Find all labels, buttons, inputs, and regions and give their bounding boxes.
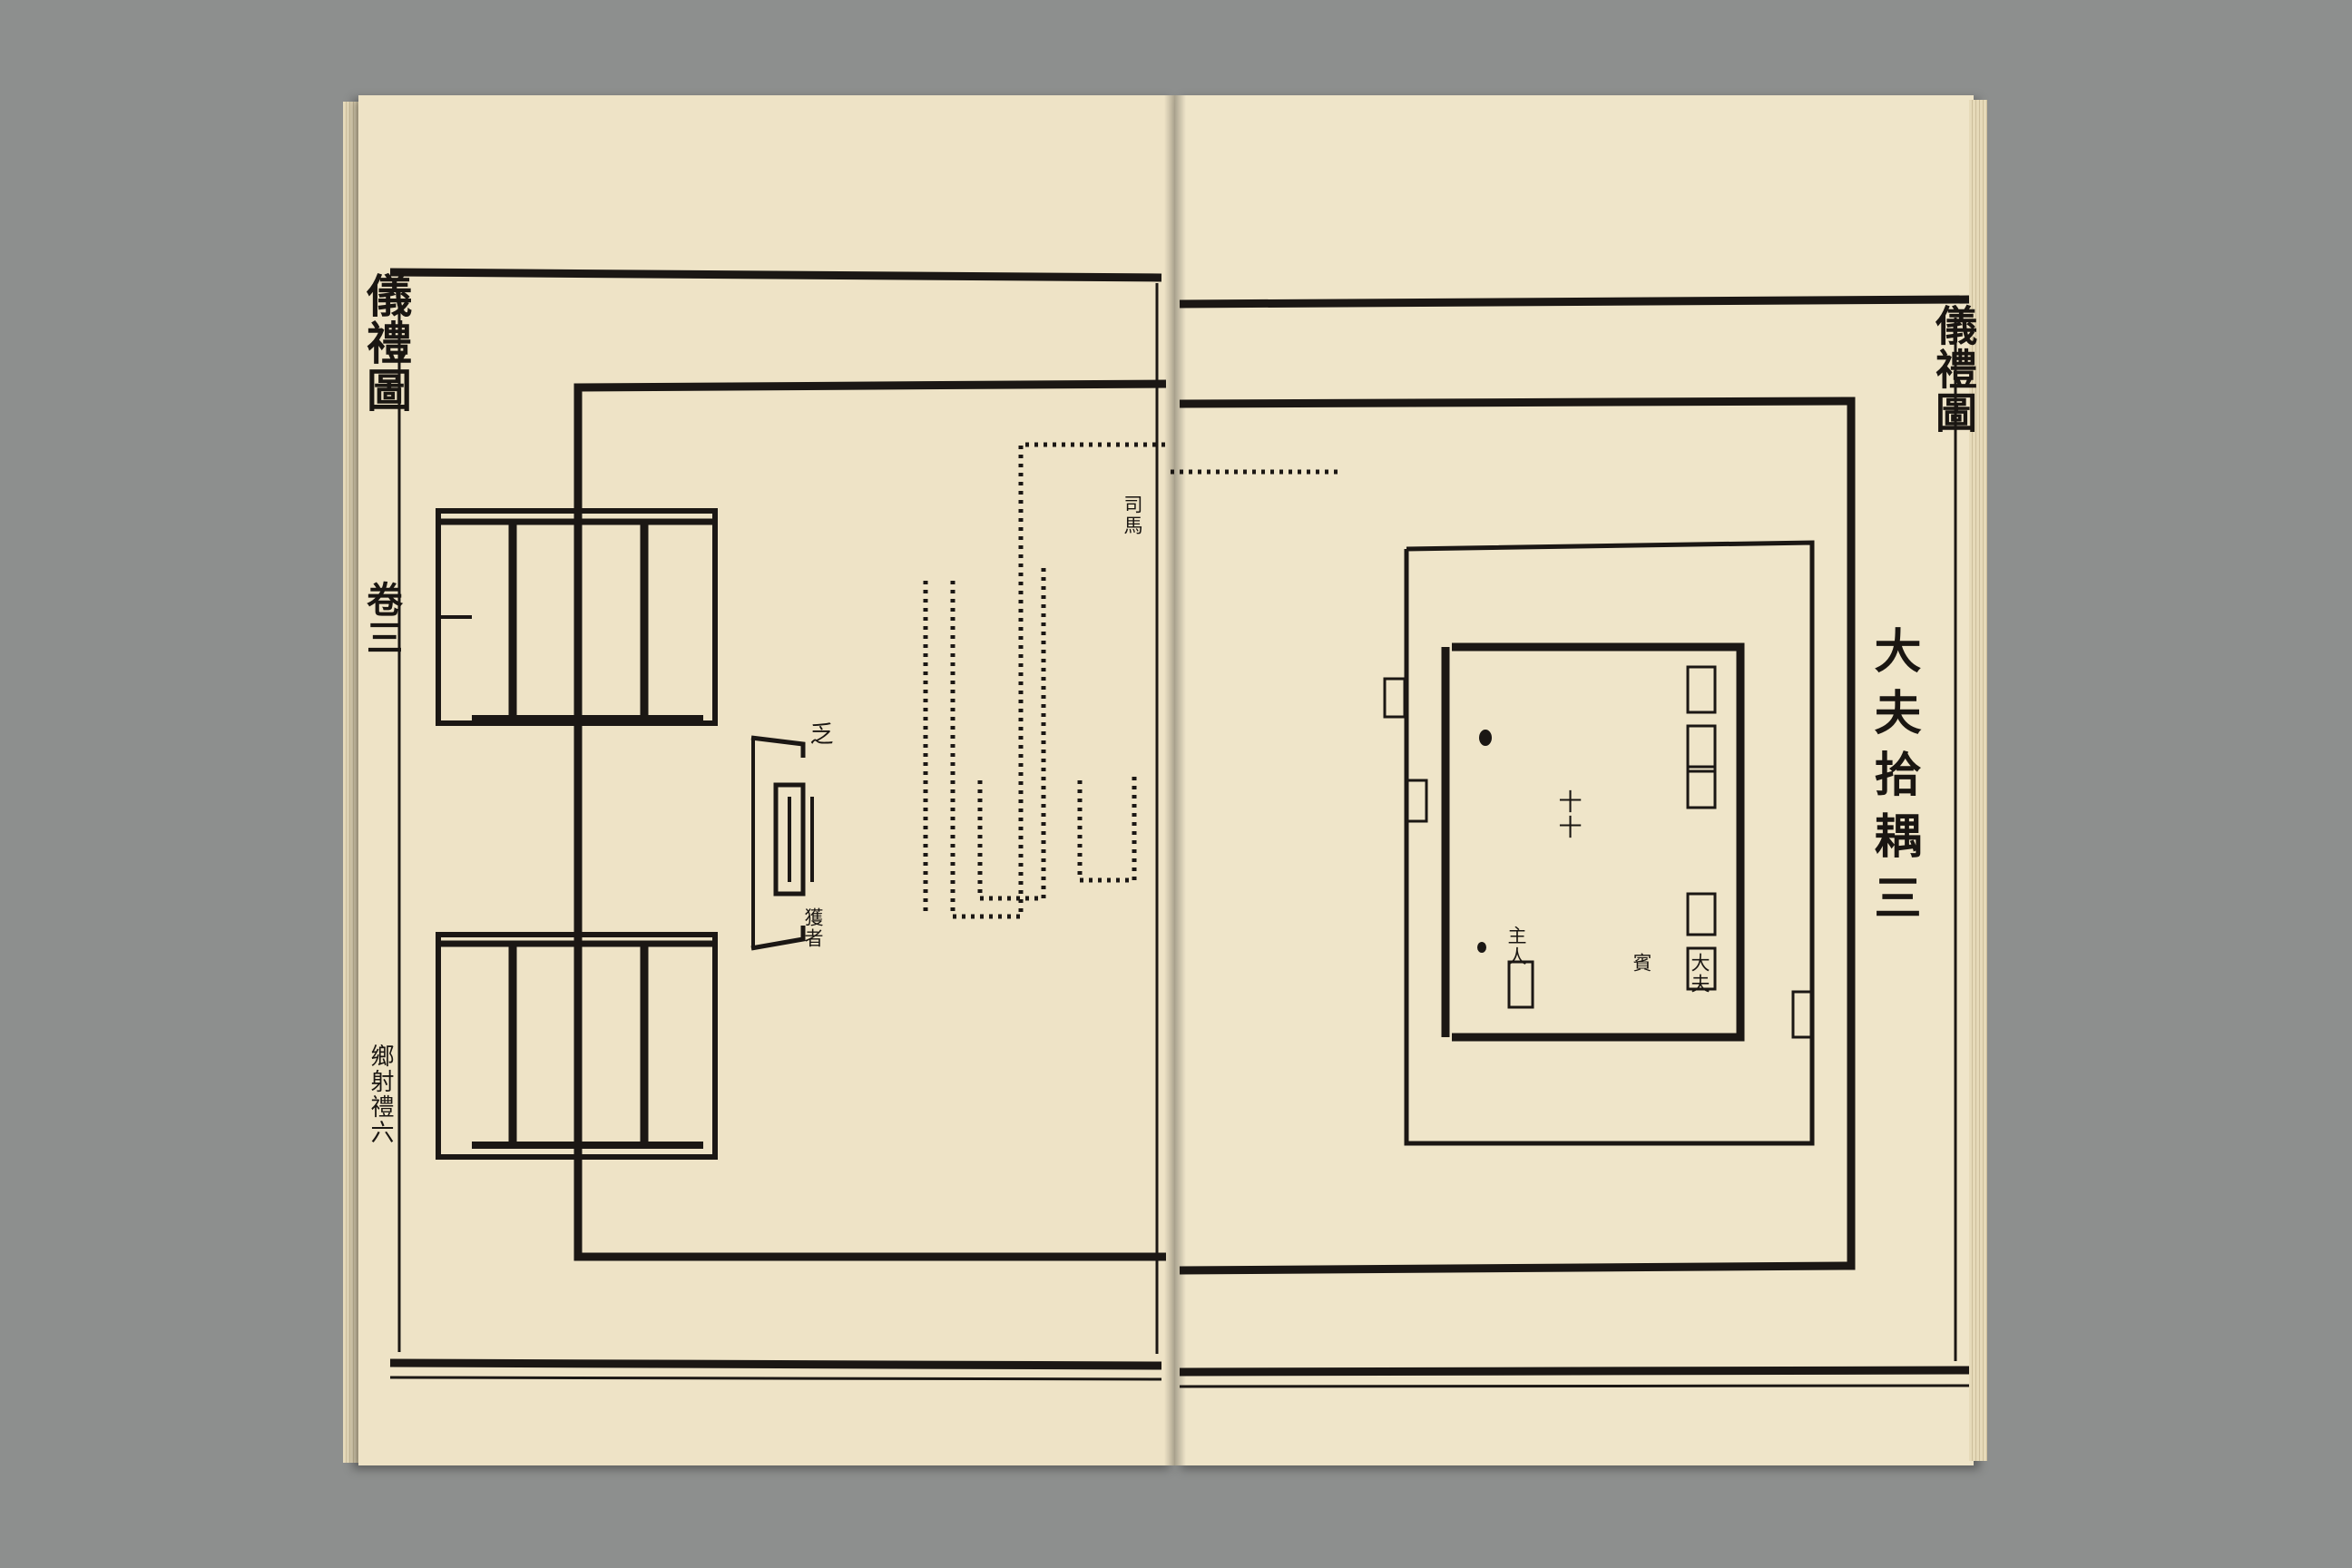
label-target-note: 獲者 (802, 907, 824, 949)
label-da-fu: 大夫 (1689, 953, 1710, 995)
left-spine-title: 儀禮圖 (359, 272, 413, 414)
label-biao: 乏 (806, 721, 833, 747)
left-page-edges (343, 102, 363, 1463)
left-bottom-border (389, 1358, 1162, 1370)
label-sima: 司馬 (1122, 495, 1143, 536)
inner-hall (1452, 642, 1745, 1042)
book-gutter (1164, 95, 1186, 1465)
right-top-border (1179, 295, 1970, 309)
right-spine-title: 儀禮圖 (1929, 304, 1978, 435)
label-zhu-ren: 主人 (1505, 926, 1527, 967)
right-page (1175, 95, 1974, 1465)
right-page-edges (1969, 100, 1987, 1461)
left-page (358, 95, 1175, 1465)
right-bottom-border (1179, 1366, 1970, 1377)
label-ten: 十十 (1554, 789, 1582, 840)
page-title: 大夫拾耦三 (1866, 626, 1921, 935)
label-bin: 賓 (1631, 953, 1652, 974)
left-top-border (389, 268, 1162, 282)
right-hall-wall (1179, 397, 1856, 1275)
left-spine-volume: 卷三 (360, 581, 403, 657)
lower-target (436, 932, 718, 1160)
left-section-label: 鄉射禮六 (367, 1044, 394, 1145)
